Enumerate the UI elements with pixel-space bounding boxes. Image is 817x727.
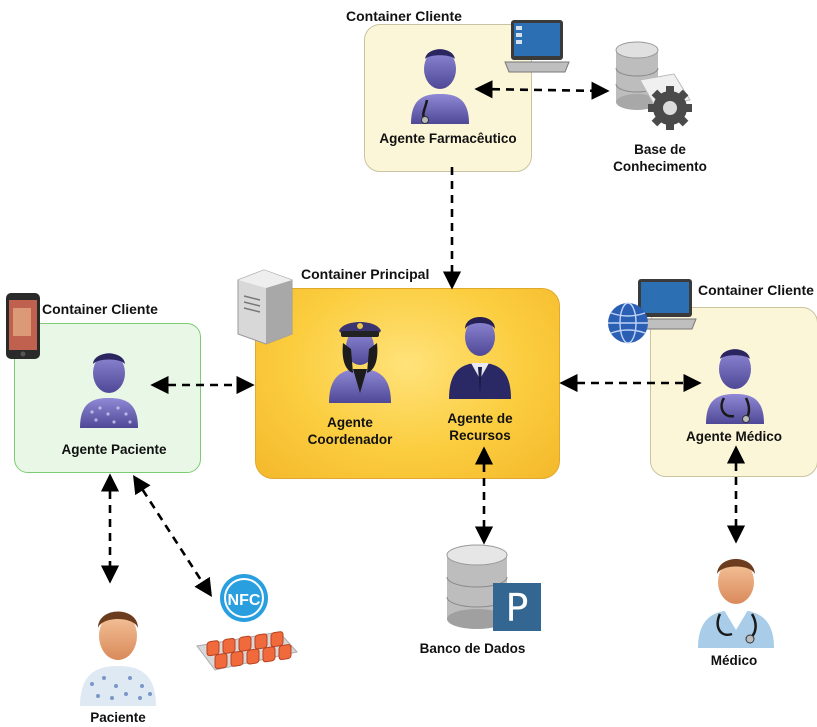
patient-icon [80, 611, 156, 706]
agente-farmaceutico-icon [411, 49, 469, 124]
agente-coordenador-line1: Agente [327, 415, 373, 430]
database-gear-icon [615, 41, 692, 130]
container-paciente-title: Container Cliente [42, 301, 158, 317]
postgres-database-icon: P [446, 544, 541, 631]
agente-farmaceutico-label: Agente Farmacêutico [379, 131, 517, 146]
agente-recursos-label: Agente de Recursos [430, 410, 530, 444]
agente-recursos-line2: Recursos [449, 428, 511, 443]
container-farmaceutico-title: Container Cliente [346, 8, 462, 24]
doctor-icon [698, 559, 774, 648]
agente-paciente-icon [80, 353, 138, 428]
container-paciente [14, 323, 201, 473]
agente-medico-icon [706, 349, 764, 424]
agente-coordenador-line2: Coordenador [307, 432, 393, 447]
base-conhecimento-line2: Conhecimento [613, 159, 707, 174]
arrow-agentepaciente-nfc [133, 474, 212, 598]
smartphone-icon [6, 293, 40, 359]
server-icon [237, 269, 293, 345]
nfc-text: NFC [228, 592, 261, 609]
base-conhecimento-label: Base de Conhecimento [600, 141, 720, 175]
nfc-icon: NFC [220, 574, 268, 622]
agente-recursos-line1: Agente de [447, 411, 513, 426]
container-principal-title: Container Principal [301, 266, 430, 282]
agente-paciente-label: Agente Paciente [61, 442, 167, 457]
agente-recursos-icon [449, 317, 511, 399]
container-medico-title: Container Cliente [698, 282, 814, 298]
agente-medico-label: Agente Médico [685, 429, 782, 444]
arrow-farmaceutico-base [474, 80, 610, 100]
base-conhecimento-line1: Base de [634, 142, 686, 157]
globe-laptop-icon [608, 279, 697, 344]
pill-pack-icon [196, 631, 298, 671]
agente-coordenador-icon [329, 322, 391, 403]
agente-coordenador-label: Agente Coordenador [300, 414, 400, 448]
svg-text:P: P [506, 586, 529, 630]
paciente-label: Paciente [90, 710, 146, 725]
banco-dados-label: Banco de Dados [419, 641, 526, 656]
laptop-icon [504, 20, 570, 73]
medico-label: Médico [710, 653, 758, 668]
